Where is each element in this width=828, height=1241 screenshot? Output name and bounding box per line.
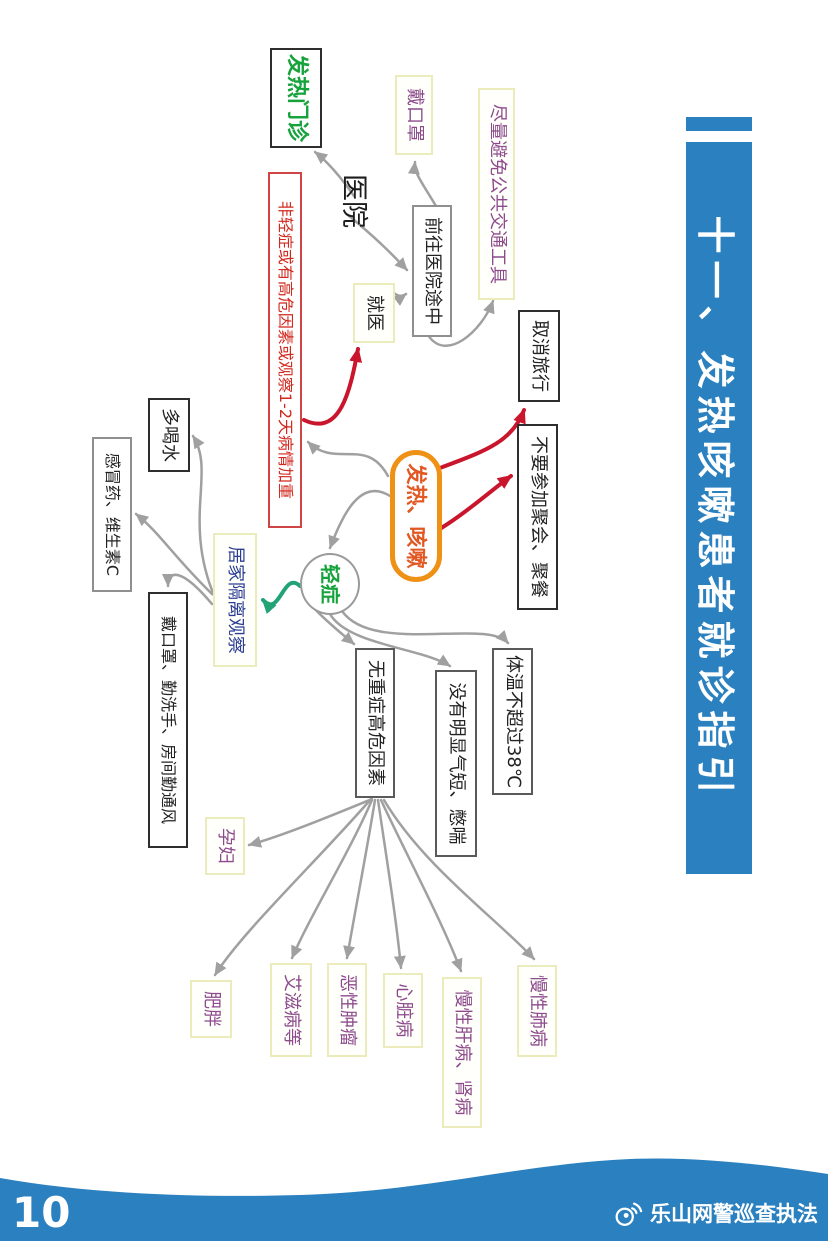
node-hospital: 医院 [337, 174, 369, 228]
footer-wave [0, 1150, 828, 1241]
node-cancel-travel: 取消旅行 [518, 310, 560, 402]
node-fever-clinic: 发热门诊 [270, 48, 322, 148]
node-heart-disease: 心脏病 [383, 973, 423, 1048]
node-non-mild-or-high-risk: 非轻症或有高危因素或观察1-2天病情加重 [268, 172, 302, 528]
node-aids: 艾滋病等 [270, 963, 312, 1057]
node-chronic-liver-kidney-disease: 慢性肝病、肾病 [442, 977, 482, 1128]
node-on-the-way-to-hospital: 前往医院途中 [412, 205, 452, 337]
node-no-shortness-of-breath: 没有明显气短、憋喘 [435, 670, 477, 857]
node-temperature-below-38: 体温不超过38℃ [492, 648, 533, 795]
node-pregnant: 孕妇 [205, 817, 245, 875]
node-avoid-public-transport: 尽量避免公共交通工具 [478, 88, 515, 300]
wave-shape [0, 1158, 828, 1241]
node-cold-medicine-vitamin-c: 感冒药、维生素C [92, 437, 132, 592]
page-number: 10 [12, 1188, 71, 1237]
banner-accent-block [686, 117, 752, 131]
weibo-icon [615, 1202, 643, 1226]
node-malignant-tumor: 恶性肿瘤 [327, 963, 367, 1057]
node-wear-mask: 戴口罩 [395, 75, 433, 155]
section-title-banner: 十一、发热咳嗽患者就诊指引 [686, 142, 752, 874]
node-mild-case: 轻症 [300, 553, 360, 615]
node-no-gatherings: 不要参加聚会、聚餐 [517, 424, 558, 610]
node-obesity: 肥胖 [190, 980, 232, 1038]
node-mask-wash-ventilate: 戴口罩、勤洗手、房间勤通风 [148, 592, 188, 848]
watermark: 乐山网警巡查执法 [613, 1198, 818, 1228]
node-seek-medical-care: 就医 [353, 283, 395, 343]
node-chronic-lung-disease: 慢性肺病 [517, 965, 557, 1057]
watermark-text: 乐山网警巡查执法 [650, 1202, 818, 1226]
node-home-isolation: 居家隔离观察 [213, 533, 257, 667]
node-no-severe-risk-factors: 无重症高危因素 [355, 648, 395, 798]
node-fever-cough-center: 发热、咳嗽 [390, 450, 442, 582]
node-drink-water: 多喝水 [148, 398, 190, 472]
